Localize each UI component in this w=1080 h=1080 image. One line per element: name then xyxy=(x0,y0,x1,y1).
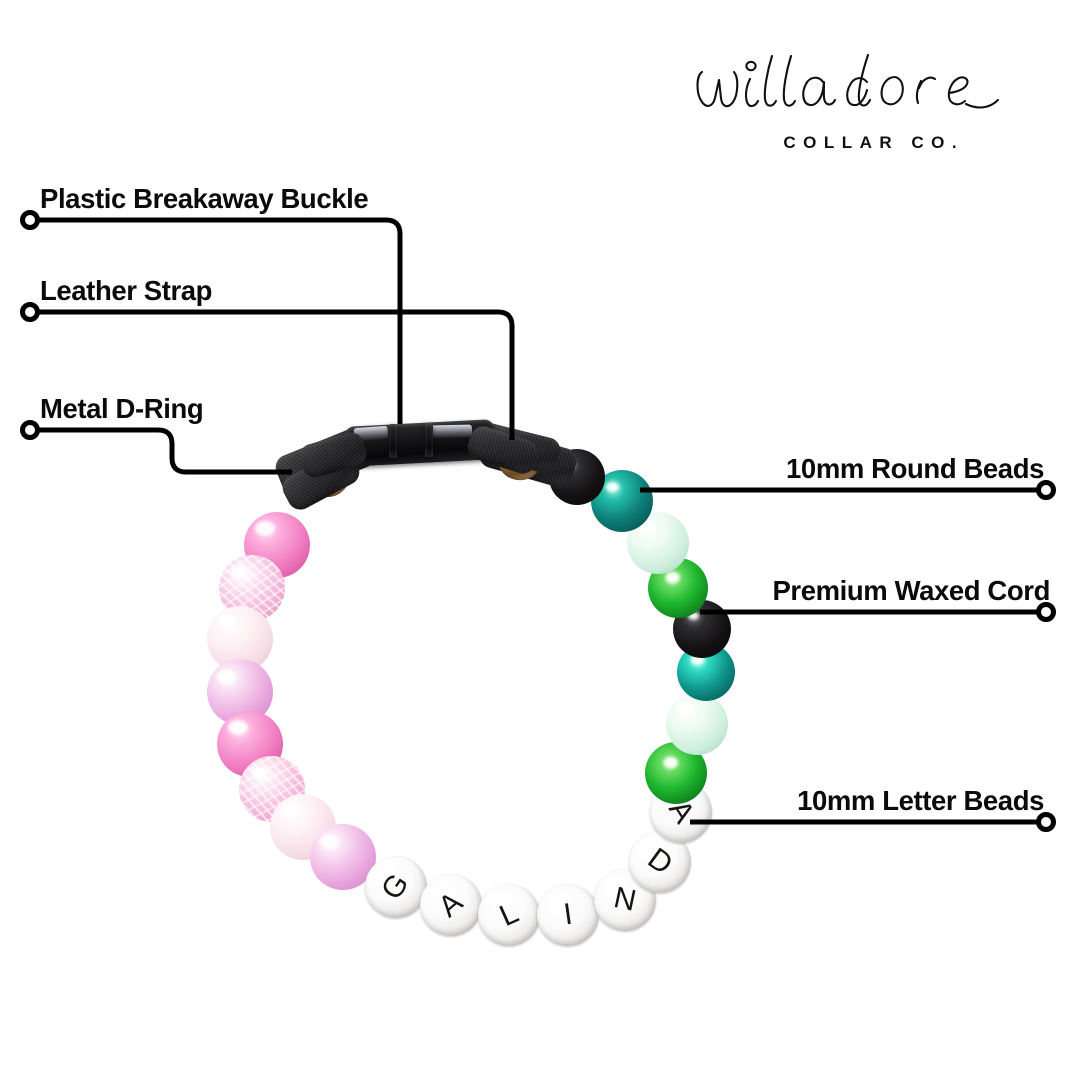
letter-bead-glyph: N xyxy=(611,881,640,918)
letter-bead-G: G xyxy=(365,856,427,918)
buckle-highlight-right xyxy=(429,424,473,439)
letter-bead-glyph: A xyxy=(432,885,469,924)
callout-label-leather-strap: Leather Strap xyxy=(40,275,213,306)
brand-wordmark-willadore xyxy=(696,53,1000,109)
letter-bead-A1: A xyxy=(420,874,482,936)
callout-label-metal-d-ring: Metal D-Ring xyxy=(40,393,204,424)
bead-mint-green-2 xyxy=(666,693,728,755)
buckle-release-rib-left xyxy=(389,424,397,458)
callout-label-premium-waxed-cord: Premium Waxed Cord xyxy=(772,575,1050,606)
brand-tagline: COLLAR CO. xyxy=(783,133,965,152)
letter-bead-I: I xyxy=(537,884,599,946)
letter-bead-glyph: I xyxy=(561,897,575,932)
brand-logo: COLLAR CO. xyxy=(690,46,1050,153)
callout-label-round-beads: 10mm Round Beads xyxy=(786,453,1044,484)
buckle-release-rib-right xyxy=(425,423,433,457)
letter-bead-glyph: L xyxy=(494,896,524,934)
callout-label-letter-beads: 10mm Letter Beads xyxy=(797,785,1044,816)
letter-bead-L: L xyxy=(478,884,540,946)
callout-label-plastic-breakaway-buckle: Plastic Breakaway Buckle xyxy=(40,183,369,214)
letter-bead-glyph: D xyxy=(641,841,679,882)
letter-bead-glyph: G xyxy=(375,867,416,906)
